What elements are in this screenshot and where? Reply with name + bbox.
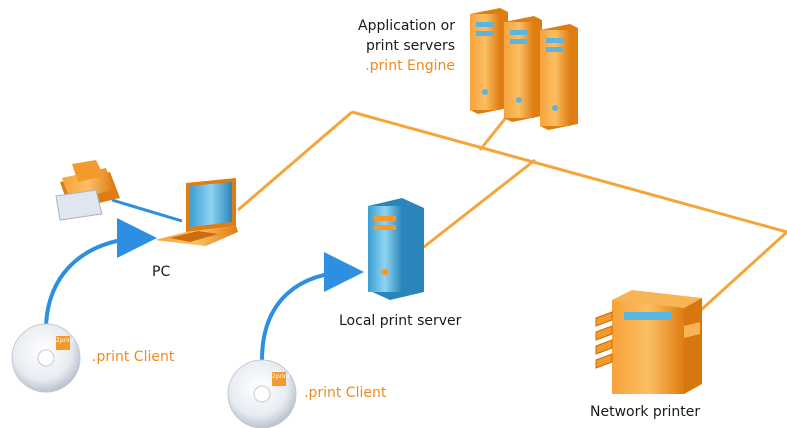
- client-label-left: .print Client: [92, 349, 175, 365]
- network-printer-icon: [595, 290, 702, 394]
- printer-cable: [111, 198, 183, 223]
- network-printer-link: [688, 230, 787, 322]
- arrow-left: [44, 218, 157, 331]
- servers-label-line2: print servers: [366, 38, 455, 54]
- local-server-icon: [368, 198, 424, 300]
- local-server-label: Local print server: [339, 313, 462, 329]
- client-label-mid: .print Client: [304, 385, 387, 401]
- local-server-link: [419, 158, 536, 252]
- printer-icon: [55, 160, 120, 221]
- pc-link: [237, 110, 353, 212]
- pc-label: PC: [152, 264, 171, 280]
- arrow-mid: [260, 252, 364, 361]
- servers-label-line1: Application or: [358, 18, 455, 34]
- engine-label: .print Engine: [365, 58, 455, 74]
- cd-icon: [11, 323, 81, 393]
- laptop-icon: [155, 178, 238, 246]
- network-printer-label: Network printer: [590, 404, 701, 420]
- cd-logo-text: 2print: [56, 337, 74, 344]
- network-lines: [237, 99, 787, 322]
- cd-logo-text: 2print: [272, 373, 290, 380]
- server-rack-icon: [470, 8, 578, 130]
- cd-icon: [227, 359, 297, 428]
- backbone-link: [351, 110, 787, 234]
